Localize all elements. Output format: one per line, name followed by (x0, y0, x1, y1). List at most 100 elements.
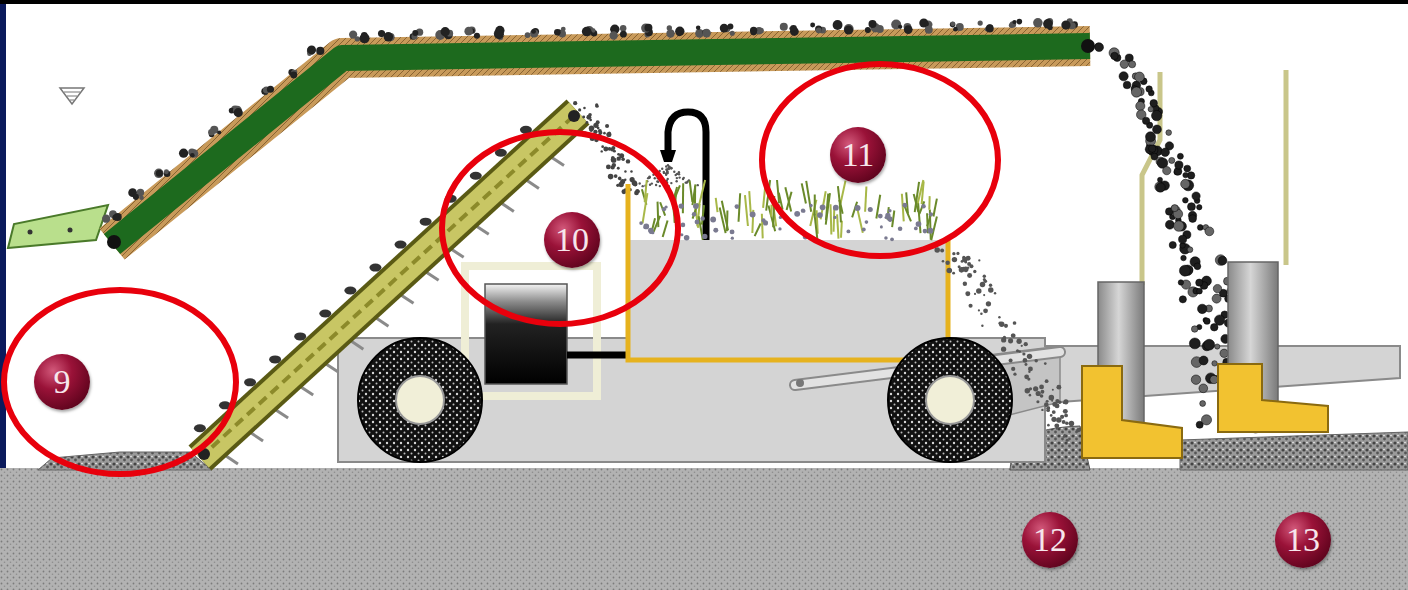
ballast-grit (833, 216, 836, 219)
ballast-grit (1052, 410, 1056, 414)
ballast-grit (618, 182, 623, 187)
ballast-stone (620, 25, 626, 31)
water-drop (663, 171, 665, 173)
ballast-stone (530, 29, 538, 37)
ballast-stone (1197, 225, 1203, 231)
ballast-grit (1051, 417, 1056, 422)
ballast-grit (608, 174, 614, 180)
ballast-stone (1148, 106, 1153, 111)
ballast-grit (963, 267, 968, 272)
ballast-grit (1011, 334, 1015, 338)
ballast-grit (731, 237, 734, 240)
ballast-grit (898, 226, 903, 231)
weed-blade (761, 214, 764, 239)
ballast-grit (679, 203, 684, 208)
ballast-grit (639, 221, 643, 225)
weed-blade (814, 214, 817, 241)
ballast-grit (624, 178, 626, 180)
callout-text: 10 (555, 223, 589, 257)
callout-number: 12 (1022, 512, 1078, 568)
weed-blade (660, 202, 665, 215)
ballast-stone (369, 264, 381, 272)
ballast-stone (833, 20, 843, 30)
ballast-grit (927, 228, 933, 234)
wheel (888, 338, 1012, 462)
weed-blade (928, 196, 930, 210)
ballast-grit (589, 125, 594, 130)
ballast-grit (573, 101, 577, 105)
callout-number: 11 (830, 127, 886, 183)
ballast-grit (1023, 358, 1028, 363)
ballast-stone (868, 20, 876, 28)
water-drop (665, 174, 667, 176)
ballast-grit (606, 164, 611, 169)
conveyor-roller (1081, 39, 1095, 53)
ballast-grit (1069, 421, 1074, 426)
ballast-stone (344, 287, 356, 295)
ballast-stone (494, 29, 504, 39)
callout-number: 9 (34, 354, 90, 410)
ballast-grit (1062, 420, 1066, 424)
ballast-stone (865, 27, 871, 33)
ballast-grit (617, 167, 620, 170)
ballast-grit (865, 220, 869, 224)
ballast-grit (1016, 339, 1021, 344)
ballast-stone (294, 332, 306, 340)
ballast-grit (1050, 414, 1053, 417)
ballast-stone (412, 30, 418, 36)
ballast-stone (1135, 72, 1145, 82)
ballast-stone (582, 27, 592, 37)
ballast-stone (1178, 280, 1183, 285)
ballast-grit (999, 322, 1004, 327)
ballast-stone (1183, 172, 1188, 177)
ballast-grit (1001, 347, 1006, 352)
ballast-grit (934, 247, 940, 253)
ballast-grit (1009, 358, 1013, 362)
ballast-grit (692, 212, 696, 216)
ballast-grit (888, 209, 892, 213)
ballast-grit (681, 223, 686, 228)
ballast-grit (1041, 390, 1045, 394)
ballast-grit (902, 203, 907, 208)
ballast-grit (855, 205, 861, 211)
ballast-grit (956, 252, 959, 255)
ballast-grit (637, 190, 640, 193)
ballast-grit (605, 124, 609, 128)
ballast-stone (217, 130, 221, 134)
weed-blade (787, 192, 792, 210)
ballast-grit (614, 174, 618, 178)
ballast-stone (269, 355, 281, 363)
ballast-stone (1215, 255, 1226, 266)
ballast-stone (904, 25, 913, 34)
water-drop (663, 172, 665, 174)
ballast-stone (1169, 241, 1176, 248)
ballast-stone (470, 172, 482, 180)
ballast-stone (208, 129, 215, 136)
ballast-grit (624, 170, 626, 172)
ballast-stone (554, 29, 561, 36)
water-drop (668, 166, 670, 168)
ballast-grit (952, 252, 955, 255)
ballast-stone (925, 26, 933, 34)
ballast-grit (988, 287, 993, 292)
wheel (358, 338, 482, 462)
ballast-grit (965, 261, 967, 263)
ballast-grit (1049, 395, 1055, 401)
ballast-stone (591, 28, 595, 32)
ballast-stone (1131, 87, 1141, 97)
ballast-stone (1120, 60, 1128, 68)
ballast-stone (349, 30, 357, 38)
ballast-grit (888, 218, 892, 222)
ballast-grit (1024, 363, 1027, 366)
weed-blade (826, 193, 830, 224)
ballast-stone (1218, 256, 1227, 265)
ballast-grit (963, 282, 967, 286)
ballast-stone (1191, 375, 1200, 384)
ballast-stone (1153, 125, 1162, 134)
wheel-hub (926, 376, 974, 424)
water-drop (675, 174, 677, 176)
ballast-stone (1175, 161, 1183, 169)
ballast-grit (603, 147, 608, 152)
weed-blade (785, 187, 791, 211)
ballast-stone (102, 215, 110, 223)
